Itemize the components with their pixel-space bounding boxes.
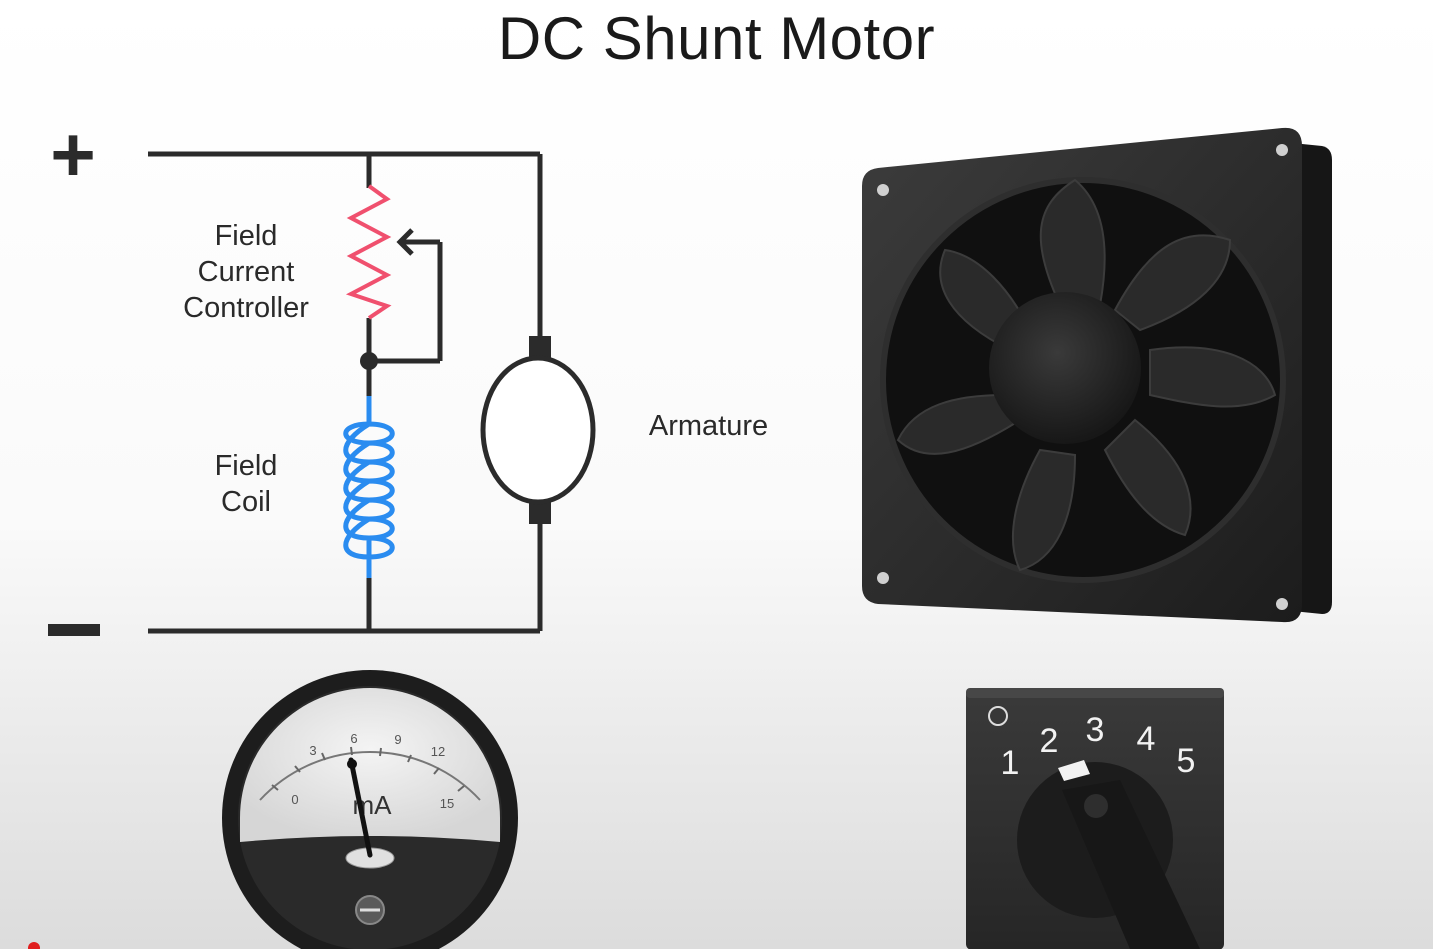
- switch-position-4: 4: [1137, 720, 1156, 758]
- minus-terminal: [48, 624, 100, 636]
- meter-scale-15: 15: [440, 796, 454, 811]
- milliammeter-image: 0 3 6 9 12 15 mA: [222, 670, 518, 949]
- meter-scale-9: 9: [394, 732, 401, 747]
- junction-node: [360, 352, 378, 370]
- plus-terminal: +: [50, 110, 96, 198]
- fan-image: [862, 127, 1332, 623]
- wiper-arrow-icon: [396, 228, 414, 256]
- progress-marker-icon: [28, 942, 40, 949]
- switch-position-5: 5: [1177, 742, 1196, 780]
- meter-scale-12: 12: [431, 744, 445, 759]
- field-current-controller-label: Field Current Controller: [183, 220, 309, 324]
- rotary-switch-image: 1 2 3 4 5: [966, 688, 1224, 949]
- meter-needle: [348, 757, 373, 858]
- switch-pointer-icon: [1058, 760, 1090, 781]
- meter-scale-ticks: [271, 746, 465, 792]
- switch-position-2: 2: [1040, 722, 1059, 760]
- meter-scale-6: 6: [350, 731, 357, 746]
- meter-scale-3: 3: [309, 743, 316, 758]
- field-coil-label: Field Coil: [214, 450, 278, 518]
- switch-position-3: 3: [1086, 711, 1105, 749]
- page-title: DC Shunt Motor: [497, 5, 936, 72]
- switch-position-1: 1: [1001, 744, 1020, 782]
- circuit-wires: [148, 151, 543, 634]
- armature-symbol: [480, 336, 596, 524]
- switch-logo-icon: [988, 706, 1008, 726]
- meter-scale-0: 0: [291, 792, 298, 807]
- switch-knob-handle: [1062, 780, 1200, 949]
- rheostat-resistor: [345, 184, 392, 320]
- field-coil: [343, 396, 395, 578]
- armature-label: Armature: [648, 410, 769, 442]
